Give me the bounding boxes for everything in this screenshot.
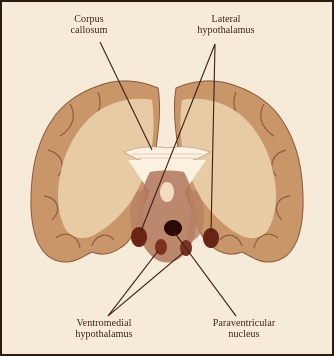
ventromedial-leader-left — [108, 251, 158, 316]
ventromedial-leader-right — [108, 252, 184, 316]
label-ventromedial-hypothalamus: Ventromedial hypothalamus — [58, 318, 150, 340]
label-paraventricular-nucleus: Paraventricular nucleus — [196, 318, 292, 340]
third-ventricle — [160, 182, 174, 202]
lateral-hypothalamus-left — [131, 227, 147, 247]
label-lateral-hypothalamus: Lateral hypothalamus — [178, 14, 274, 36]
label-corpus-callosum: Corpus callosum — [58, 14, 120, 36]
paraventricular-nucleus — [164, 220, 182, 236]
